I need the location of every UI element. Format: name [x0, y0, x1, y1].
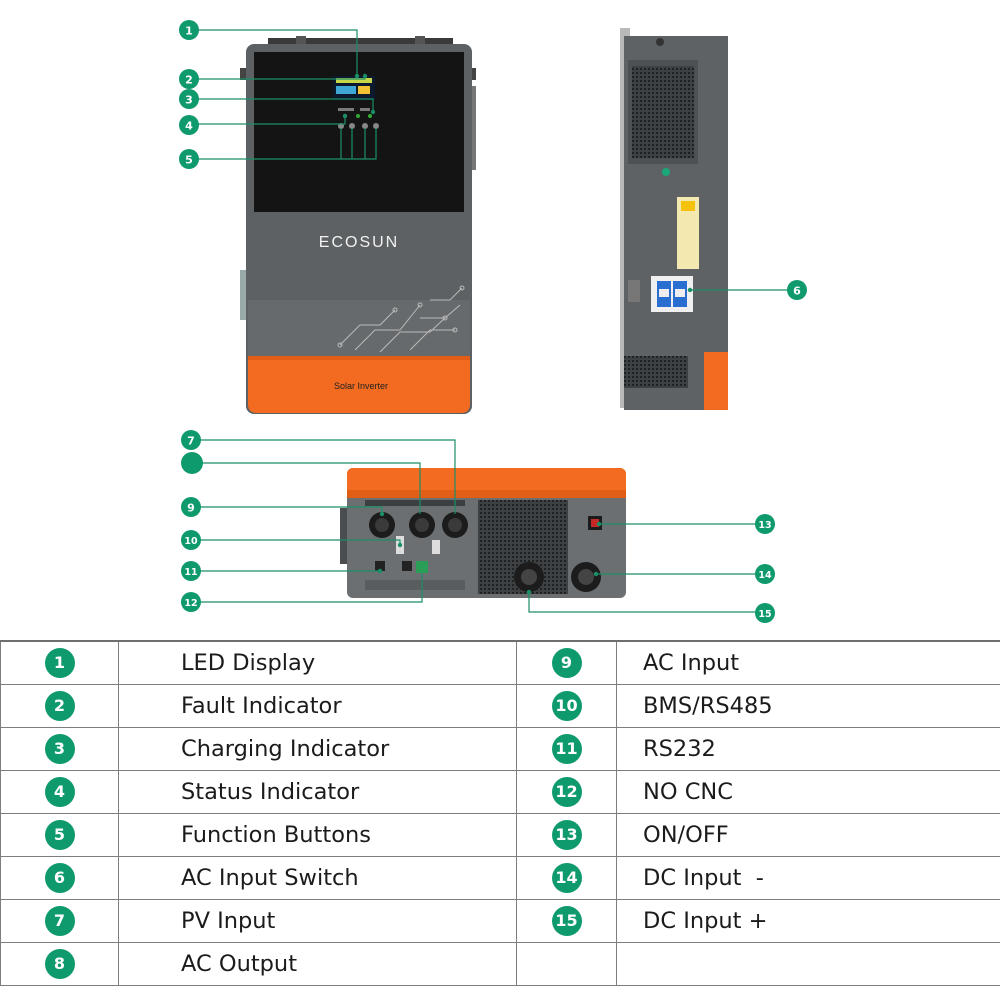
callout-6: 6	[787, 280, 807, 300]
svg-text:11: 11	[184, 567, 197, 578]
callout-7: 7	[181, 430, 201, 450]
legend-badge: 8	[44, 949, 75, 979]
callout-3: 3	[179, 89, 199, 109]
legend-label: DC Input -	[643, 865, 764, 891]
legend-badge: 11	[551, 734, 582, 764]
callout-11: 11	[181, 561, 201, 581]
svg-text:12: 12	[184, 598, 197, 609]
callout-1: 1	[179, 20, 199, 40]
legend-row: 1 LED Display 9 AC Input	[0, 640, 1000, 685]
svg-text:13: 13	[758, 520, 771, 531]
callout-4: 4	[179, 115, 199, 135]
legend-badge: 3	[44, 734, 75, 764]
legend-row: 2 Fault Indicator 10 BMS/RS485	[0, 684, 1000, 728]
legend-row: 5 Function Buttons 13 ON/OFF	[0, 813, 1000, 857]
legend-label: NO CNC	[643, 779, 733, 805]
svg-text:3: 3	[185, 94, 193, 107]
legend-badge: 14	[551, 863, 582, 893]
callout-15: 15	[755, 603, 775, 623]
callout-9: 9	[181, 497, 201, 517]
legend-badge: 5	[44, 820, 75, 850]
svg-text:10: 10	[184, 536, 198, 547]
legend-table: 1 LED Display 9 AC Input 2 Fault Indicat…	[0, 640, 1000, 1000]
legend-badge: 1	[44, 648, 75, 678]
legend-label: Charging Indicator	[181, 736, 390, 762]
legend-label: PV Input	[181, 908, 276, 934]
legend-badge: 4	[44, 777, 75, 807]
legend-label: Fault Indicator	[181, 693, 342, 719]
svg-text:7: 7	[187, 435, 195, 448]
legend-label: AC Output	[181, 951, 298, 977]
legend-row: 4 Status Indicator 12 NO CNC	[0, 770, 1000, 814]
legend-label: AC Input	[643, 650, 740, 676]
legend-label: LED Display	[181, 650, 316, 676]
svg-text:14: 14	[758, 570, 772, 581]
legend-badge: 6	[44, 863, 75, 893]
callout-2: 2	[179, 69, 199, 89]
callout-8-blank	[181, 452, 203, 474]
legend-label: ON/OFF	[643, 822, 729, 848]
svg-text:4: 4	[185, 120, 193, 133]
legend-badge: 2	[44, 691, 75, 721]
legend-label: BMS/RS485	[643, 693, 773, 719]
svg-text:6: 6	[793, 285, 801, 298]
legend-label: RS232	[643, 736, 716, 762]
legend-empty-cell	[516, 942, 617, 986]
svg-text:9: 9	[187, 502, 195, 515]
legend-badge: 13	[551, 820, 582, 850]
callout-12: 12	[181, 592, 201, 612]
legend-badge: 15	[551, 906, 582, 936]
callout-10: 10	[181, 530, 201, 550]
legend-label: Function Buttons	[181, 822, 371, 848]
svg-text:2: 2	[185, 74, 193, 87]
orange-front-base	[248, 358, 470, 413]
legend-label: AC Input Switch	[181, 865, 359, 891]
legend-badge: 10	[551, 691, 582, 721]
legend-label: Status Indicator	[181, 779, 360, 805]
brand-logo: ECOSUN	[319, 234, 399, 251]
legend-empty-cell	[616, 942, 1000, 986]
callout-14: 14	[755, 564, 775, 584]
product-label: Solar Inverter	[334, 381, 388, 391]
svg-text:1: 1	[185, 25, 193, 38]
legend-row: 8 AC Output	[0, 942, 1000, 986]
legend-badge: 12	[551, 777, 582, 807]
side-view	[620, 28, 728, 410]
legend-badge: 7	[44, 906, 75, 936]
svg-text:5: 5	[185, 154, 193, 167]
callout-13: 13	[755, 514, 775, 534]
legend-row: 6 AC Input Switch 14 DC Input -	[0, 856, 1000, 900]
svg-text:15: 15	[758, 609, 771, 620]
front-view	[240, 36, 476, 414]
legend-badge: 9	[551, 648, 582, 678]
legend-row: 7 PV Input 15 DC Input +	[0, 899, 1000, 943]
legend-row: 3 Charging Indicator 11 RS232	[0, 727, 1000, 771]
callout-5: 5	[179, 149, 199, 169]
legend-label: DC Input +	[643, 908, 768, 934]
bottom-view	[340, 468, 626, 598]
inverter-diagram: ECOSUN Solar Inverter	[179, 20, 807, 623]
